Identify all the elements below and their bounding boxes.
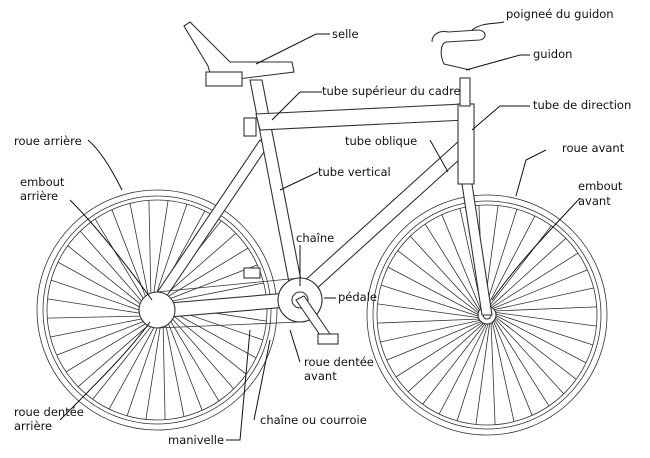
label-roue-dentee-arriere-line1: roue dentée bbox=[14, 405, 84, 419]
label-embout-arriere-line1: embout bbox=[20, 175, 65, 189]
spoke bbox=[494, 313, 593, 346]
spoke bbox=[475, 322, 491, 425]
label-embout-avant-line2: avant bbox=[578, 194, 611, 208]
spoke bbox=[424, 223, 481, 312]
spoke bbox=[490, 321, 496, 425]
spoke bbox=[407, 322, 485, 393]
spoke bbox=[422, 322, 486, 405]
spoke bbox=[57, 261, 146, 311]
label-pedale: pédale bbox=[338, 290, 377, 304]
spoke bbox=[168, 309, 257, 359]
spoke bbox=[165, 317, 203, 411]
label-roue-dentee-arriere-line2: arrière bbox=[14, 419, 52, 433]
label-embout-avant-line1: embout bbox=[578, 179, 623, 193]
spoke bbox=[486, 215, 536, 308]
spoke bbox=[126, 321, 160, 416]
label-tube-oblique: tube oblique bbox=[345, 134, 417, 148]
bike-frame bbox=[138, 21, 493, 345]
spoke bbox=[67, 245, 146, 309]
spoke bbox=[168, 311, 247, 375]
label-roue-arriere: roue arrière bbox=[14, 134, 82, 148]
spoke bbox=[162, 247, 249, 300]
label-guidon: guidon bbox=[533, 47, 572, 61]
spoke bbox=[494, 317, 565, 395]
label-tube-superieur: tube supérieur du cadre bbox=[322, 84, 461, 98]
spoke bbox=[162, 320, 166, 420]
label-embout-arriere-line2: arrière bbox=[20, 189, 58, 203]
spoke bbox=[154, 204, 188, 299]
spoke bbox=[381, 284, 480, 317]
spoke bbox=[377, 303, 480, 319]
spoke bbox=[438, 322, 488, 415]
spoke bbox=[387, 266, 480, 316]
spoke bbox=[488, 225, 552, 308]
spoke bbox=[77, 320, 154, 388]
label-roue-dentee-avant-line1: roue dentée bbox=[304, 355, 374, 369]
spoke bbox=[47, 298, 146, 315]
label-chaine-ou-courroie: chaîne ou courroie bbox=[260, 413, 367, 427]
spoke bbox=[492, 319, 533, 416]
spoke bbox=[79, 230, 147, 307]
spoke bbox=[47, 315, 147, 319]
spoke bbox=[490, 252, 579, 309]
spoke bbox=[395, 321, 484, 378]
spoke bbox=[164, 319, 185, 417]
label-selle: selle bbox=[332, 27, 359, 41]
spoke bbox=[485, 209, 518, 308]
spoke bbox=[386, 320, 483, 361]
label-tube-vertical: tube vertical bbox=[318, 165, 391, 179]
spoke bbox=[409, 235, 480, 313]
spoke bbox=[494, 316, 577, 380]
spoke bbox=[380, 319, 481, 343]
spoke bbox=[108, 321, 158, 410]
spoke bbox=[493, 318, 550, 407]
label-poignee-du-guidon: poigneé du guidon bbox=[506, 7, 614, 21]
spoke bbox=[456, 322, 489, 421]
spoke bbox=[164, 264, 258, 302]
spoke bbox=[51, 279, 146, 313]
spoke bbox=[167, 313, 235, 390]
spoke bbox=[167, 315, 220, 402]
leader-lines bbox=[59, 21, 581, 441]
spoke bbox=[166, 282, 264, 303]
spoke bbox=[489, 237, 567, 308]
spoke bbox=[493, 287, 594, 311]
spoke bbox=[160, 232, 237, 300]
label-tube-de-direction: tube de direction bbox=[533, 98, 631, 112]
spoke bbox=[493, 306, 597, 312]
label-chaine: chaîne bbox=[296, 231, 334, 245]
spoke bbox=[92, 321, 156, 400]
spoke bbox=[50, 317, 148, 338]
spoke bbox=[397, 250, 480, 314]
spoke bbox=[145, 321, 162, 420]
spoke bbox=[148, 200, 152, 300]
label-roue-avant: roue avant bbox=[562, 141, 625, 155]
spoke bbox=[494, 314, 587, 364]
spoke bbox=[441, 214, 482, 311]
spoke bbox=[491, 269, 588, 310]
spoke bbox=[94, 218, 147, 305]
label-roue-dentee-avant-line2: avant bbox=[304, 369, 337, 383]
spoke bbox=[65, 320, 152, 373]
spoke bbox=[56, 318, 150, 356]
spoke bbox=[494, 311, 597, 327]
label-manivelle: manivelle bbox=[168, 433, 224, 447]
spoke bbox=[377, 318, 481, 324]
spoke bbox=[129, 203, 150, 301]
spoke bbox=[152, 200, 169, 299]
spoke bbox=[491, 321, 515, 422]
